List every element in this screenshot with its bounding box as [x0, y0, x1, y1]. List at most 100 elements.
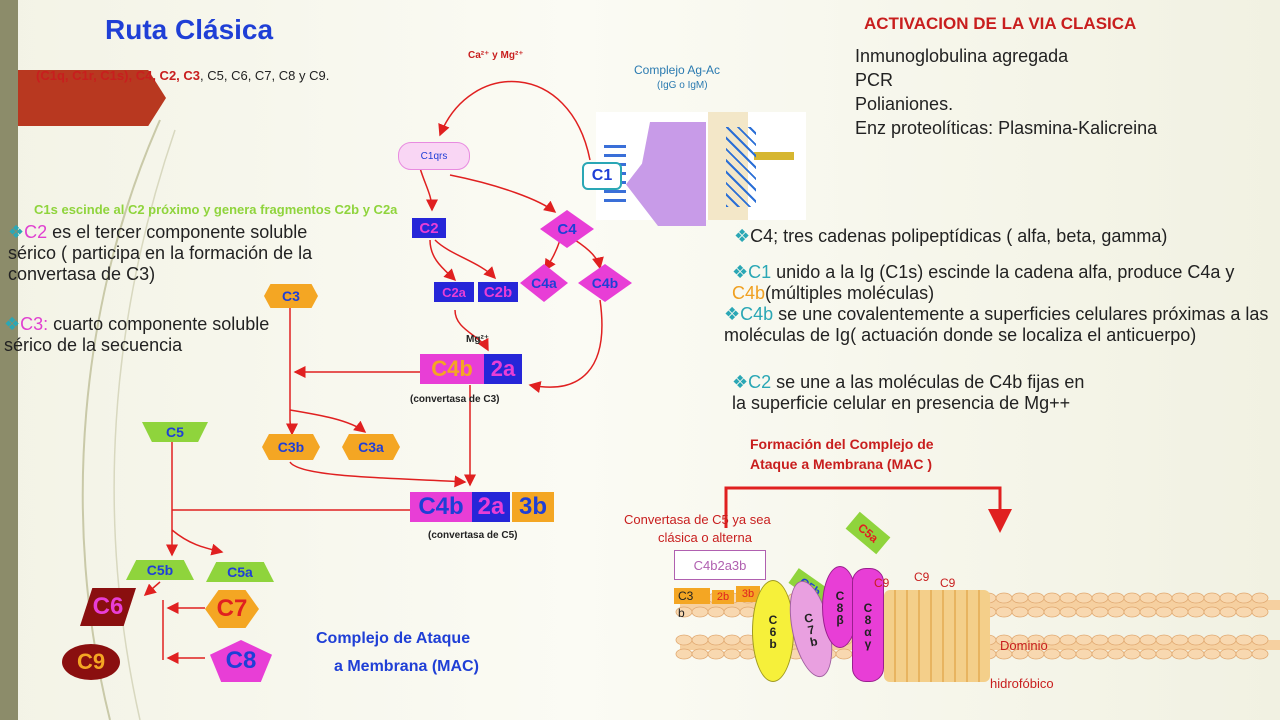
- c2-description-text: es el tercer componente soluble sérico (…: [8, 222, 313, 284]
- component-list: (C1q, C1r, C1s), C4, C2, C3, C5, C6, C7,…: [36, 68, 329, 83]
- membrane-lipid: [995, 606, 1013, 618]
- activator-item: Polianiones.: [855, 94, 954, 114]
- c1qrs-node: C1qrs: [398, 142, 470, 170]
- mac-c8ag: C8αγ: [852, 568, 884, 682]
- membrane-lipid: [1139, 606, 1157, 618]
- membrane-lipid: [1139, 634, 1157, 646]
- membrane-lipid: [707, 648, 725, 660]
- c1s-note: C1s escinde al C2 próximo y genera fragm…: [34, 202, 398, 217]
- mac-c7b-label: C7b: [800, 609, 822, 649]
- c2b-node: C2b: [478, 282, 518, 302]
- membrane-lipid: [1043, 606, 1061, 618]
- mac-panel-2b: 2b: [712, 590, 734, 604]
- activator-item: Enz proteolíticas: Plasmina-Kalicreina: [855, 118, 1158, 138]
- membrane-lipid: [1187, 606, 1205, 618]
- mac-panel-conv-2: clásica o alterna: [658, 530, 752, 545]
- c4-chains-text: ❖C4; tres cadenas polipeptídicas ( alfa,…: [734, 226, 1168, 246]
- membrane-lipid: [1123, 606, 1141, 618]
- membrane-lipid: [1059, 592, 1077, 604]
- component-list-c1: (C1q, C1r, C1s): [36, 68, 129, 83]
- c3b-node: C3b: [262, 434, 320, 460]
- c1-cleavage-text: ❖C1 unido a la Ig (C1s) escinde la caden…: [732, 262, 1235, 303]
- c4-chains-text-body: C4; tres cadenas polipeptídicas ( alfa, …: [750, 226, 1168, 246]
- membrane-lipid: [1219, 634, 1237, 646]
- mac-panel-title-2: Ataque a Membrana (MAC ): [750, 456, 933, 472]
- membrane-lipid: [1171, 592, 1189, 604]
- membrane-lipid: [1075, 592, 1093, 604]
- c2-description: ❖C2 es el tercer componente soluble séri…: [8, 222, 313, 284]
- c4b-binding-text-body: se une covalentemente a superficies celu…: [724, 304, 1269, 345]
- membrane-lipid: [1027, 606, 1045, 618]
- ag-ac-complex-sublabel: (IgG o IgM): [657, 80, 708, 91]
- membrane-lipid: [1235, 648, 1253, 660]
- membrane-lipid: [1059, 634, 1077, 646]
- left-decor-strip: [0, 0, 18, 720]
- c1-label: C1: [582, 162, 622, 190]
- membrane-lipid: [1251, 648, 1269, 660]
- mac-panel-c3b-label: C3: [678, 589, 694, 603]
- membrane-lipid: [691, 648, 709, 660]
- membrane-lipid: [1107, 648, 1125, 660]
- membrane-lipid: [1203, 648, 1221, 660]
- membrane-lipid: [1219, 592, 1237, 604]
- mac-c6b-label: C6b: [766, 613, 780, 649]
- c3-description-text: cuarto componente soluble sérico de la s…: [4, 314, 270, 355]
- c2-binding-text-body: se une a las moléculas de C4b fijas en l…: [732, 372, 1085, 413]
- mac-hidrofobico-label: hidrofóbico: [990, 676, 1054, 691]
- membrane-lipid: [1235, 606, 1253, 618]
- page-title: Ruta Clásica: [105, 14, 274, 45]
- membrane-lipid: [691, 606, 709, 618]
- mac-panel-conv-1: Convertasa de C5 ya sea: [624, 512, 771, 527]
- c1-cleavage-text-a: unido a la Ig (C1s) escinde la cadena al…: [771, 262, 1235, 282]
- c5b-node: C5b: [126, 560, 194, 580]
- membrane-lipid: [707, 606, 725, 618]
- mac-panel-c4b2a3b: C4b2a3b: [674, 550, 766, 580]
- antibody-image: [596, 112, 806, 226]
- membrane-lipid: [1059, 648, 1077, 660]
- mac-c8ag-label: C8αγ: [861, 601, 875, 649]
- membrane-lipid: [1203, 606, 1221, 618]
- membrane-lipid: [1075, 606, 1093, 618]
- membrane-lipid: [1203, 592, 1221, 604]
- c5a-node: C5a: [206, 562, 274, 582]
- membrane-lipid: [1107, 606, 1125, 618]
- membrane-lipid: [1187, 592, 1205, 604]
- membrane-lipid: [1187, 648, 1205, 660]
- component-list-c4c2c3: , C4, C2, C3: [128, 68, 201, 83]
- c1-cleavage-text-b: (múltiples moléculas): [765, 283, 935, 303]
- membrane-lipid: [723, 648, 741, 660]
- membrane-lipid: [1091, 648, 1109, 660]
- mg-label: Mg²⁺: [466, 334, 490, 345]
- membrane-lipid: [1043, 592, 1061, 604]
- ca-mg-label: Ca²⁺ y Mg²⁺: [468, 50, 524, 61]
- title-ribbon: [18, 70, 166, 126]
- c3a-node: C3a: [342, 434, 400, 460]
- activation-heading: ACTIVACION DE LA VIA CLASICA: [864, 14, 1137, 33]
- activator-item: Inmunoglobulina agregada: [855, 46, 1069, 66]
- convertase-c5-2a: 2a: [472, 492, 510, 522]
- membrane-lipid: [1187, 634, 1205, 646]
- convertase-c5-3b: 3b: [512, 492, 554, 522]
- c3-description: ❖C3: cuarto componente soluble sérico de…: [4, 314, 270, 355]
- membrane-lipid: [1107, 592, 1125, 604]
- membrane-lipid: [1059, 606, 1077, 618]
- membrane-lipid: [723, 634, 741, 646]
- membrane-lipid: [995, 592, 1013, 604]
- membrane-lipid: [723, 606, 741, 618]
- membrane-lipid: [1091, 606, 1109, 618]
- convertase-c3-2a: 2a: [484, 354, 522, 384]
- membrane-lipid: [1203, 634, 1221, 646]
- membrane-lipid: [1139, 648, 1157, 660]
- membrane-lipid: [1219, 606, 1237, 618]
- c5-node: C5: [142, 422, 208, 442]
- membrane-lipid: [1251, 606, 1269, 618]
- mac-c9-label-a: C9: [874, 576, 890, 590]
- mac-title-line2: a Membrana (MAC): [334, 658, 479, 675]
- membrane-lipid: [1091, 634, 1109, 646]
- c3-node: C3: [264, 284, 318, 308]
- mac-dominio-label: Dominio: [1000, 638, 1048, 653]
- c2-description-hl: C2: [24, 222, 48, 242]
- membrane-lipid: [675, 634, 693, 646]
- membrane-lipid: [1155, 606, 1173, 618]
- membrane-lipid: [1011, 592, 1029, 604]
